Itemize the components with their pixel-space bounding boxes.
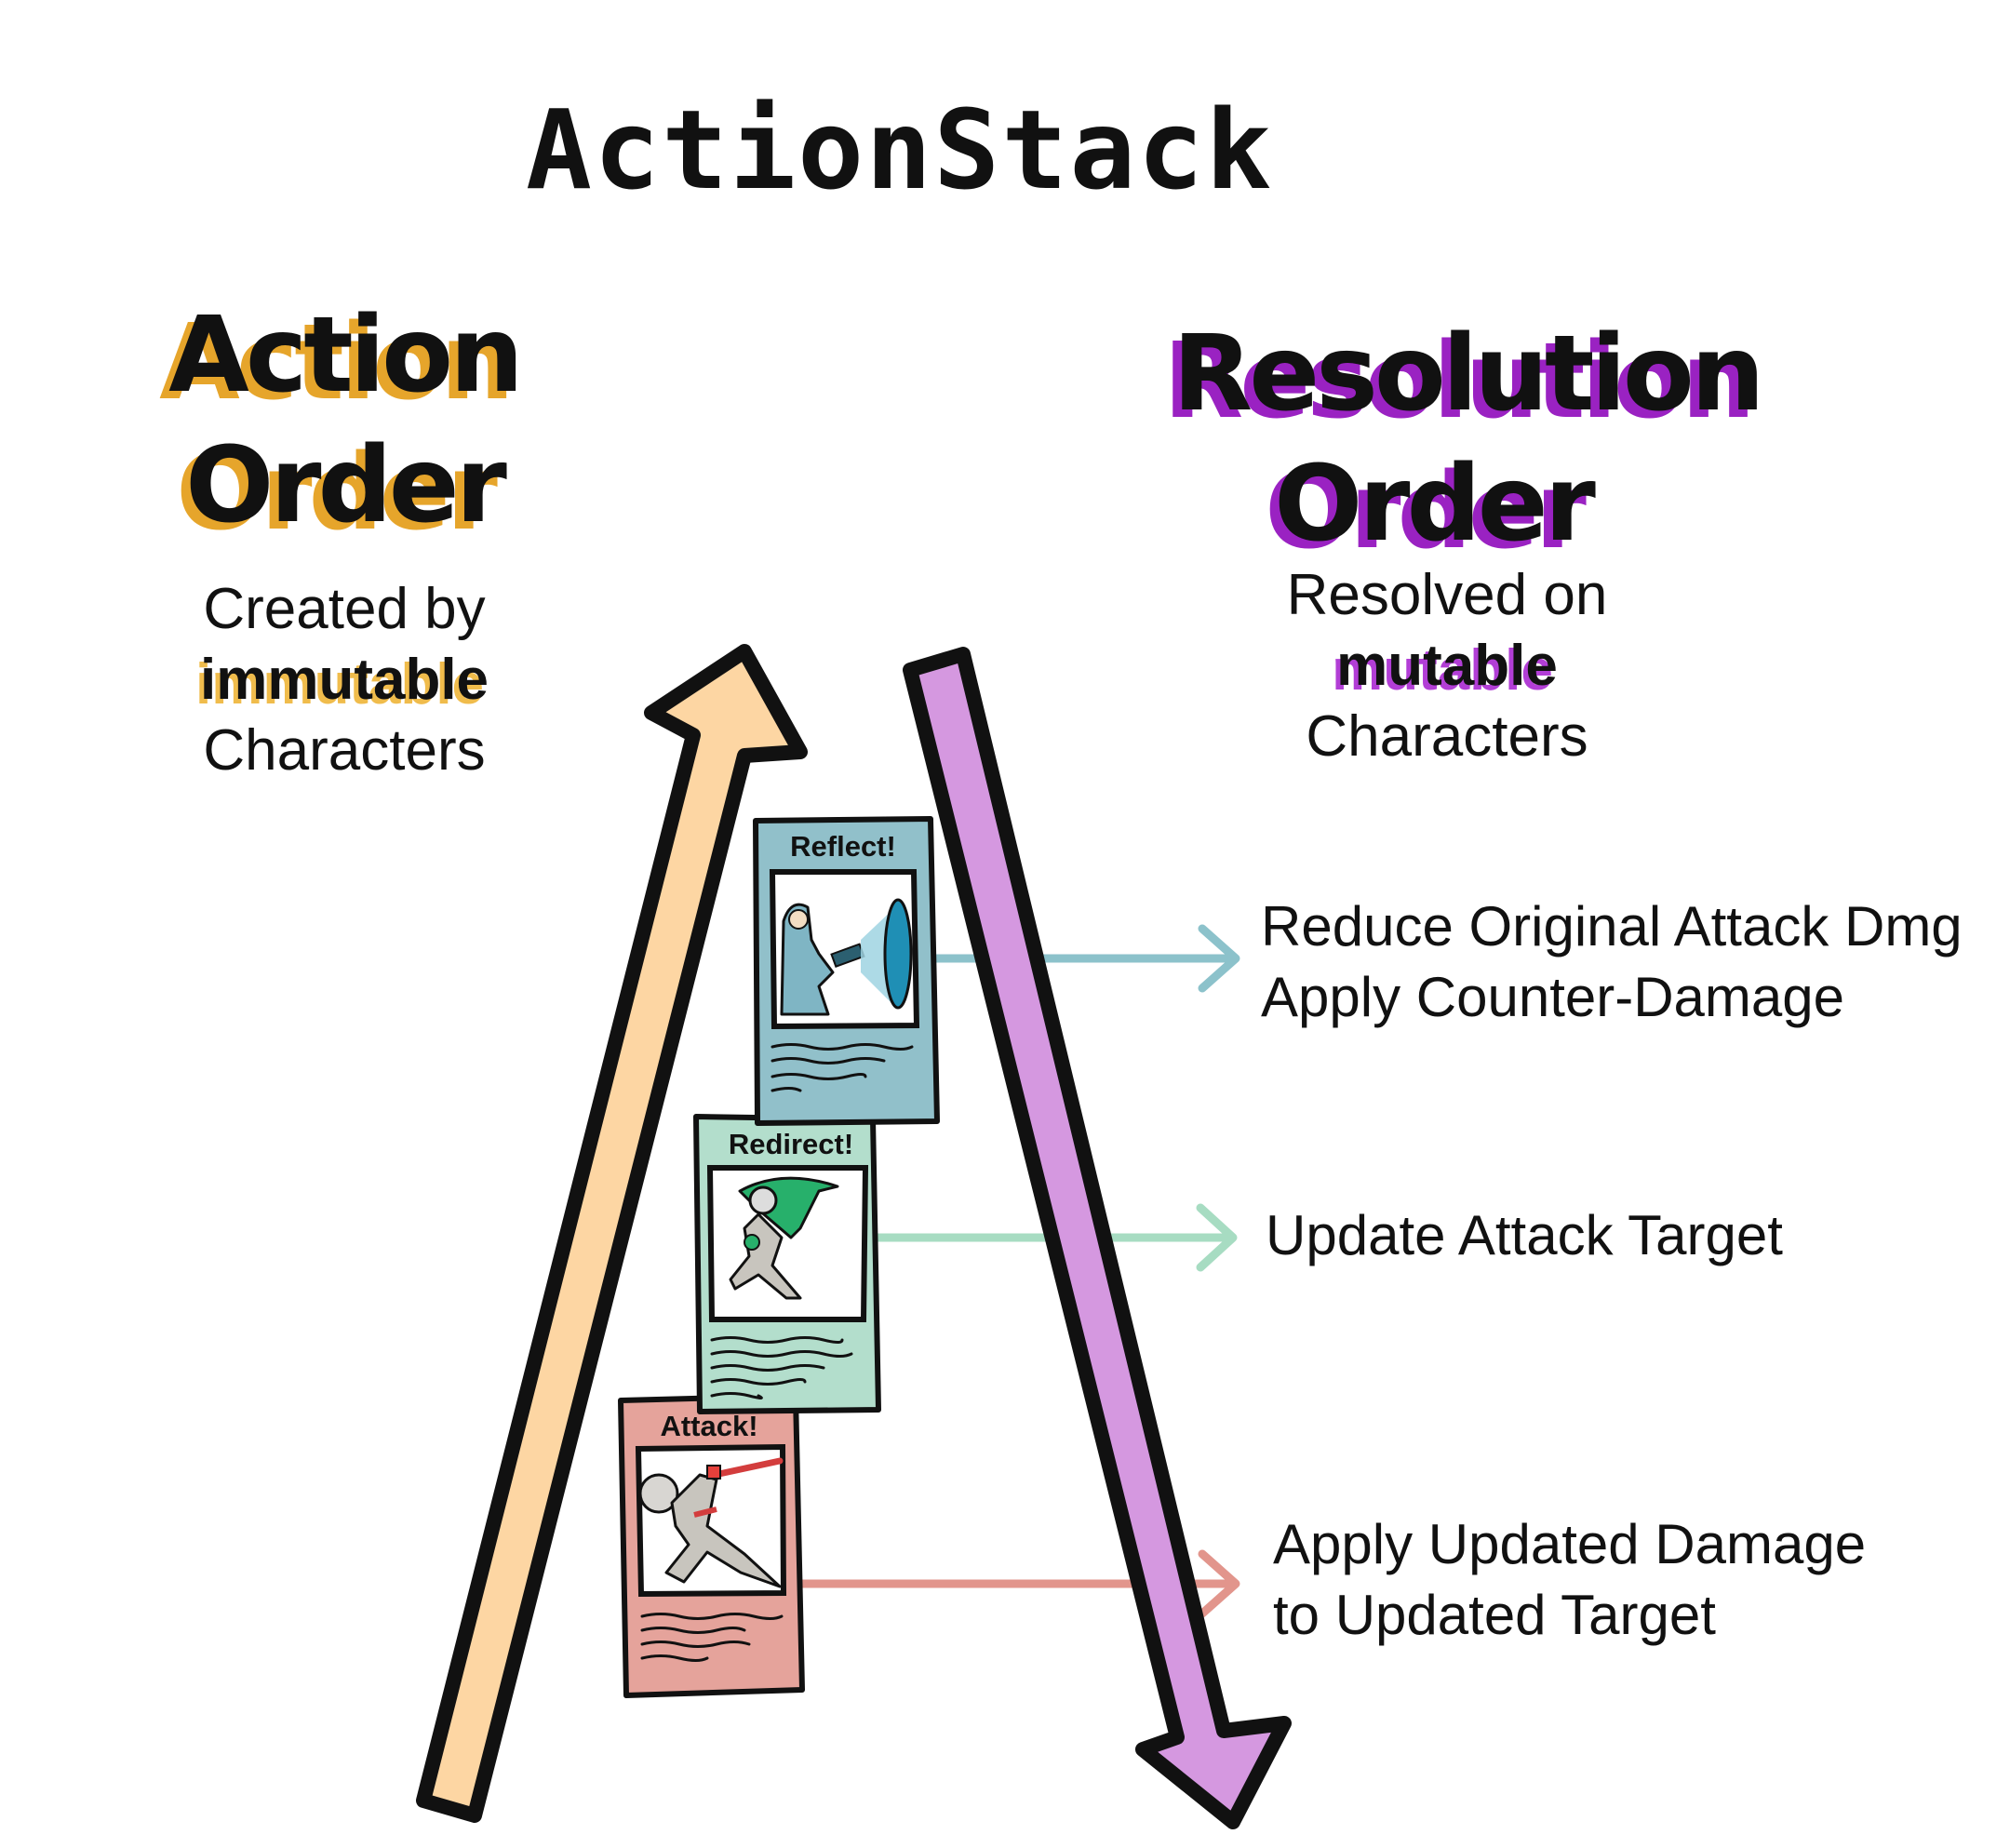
attack-effect-text: Apply Updated Damage to Updated Target xyxy=(1273,1509,1866,1651)
mage-shield-icon xyxy=(780,898,913,1016)
sword-attacker-icon xyxy=(638,1457,784,1588)
card-reflect xyxy=(753,816,940,1126)
resolution-heading-line-1: Resolution xyxy=(1172,314,1765,435)
card-attack xyxy=(618,1393,805,1698)
resolution-heading-line-2: Order xyxy=(1274,444,1596,565)
reflect-effect-line-1: Reduce Original Attack Dmg xyxy=(1261,895,1963,957)
resolution-order-arrow xyxy=(903,647,1292,1829)
card-text-lines xyxy=(710,1336,853,1399)
mutable-highlight: mutable xyxy=(1336,634,1558,698)
action-heading-line-1: Action xyxy=(168,295,524,416)
resolution-order-heading: Resolution Order xyxy=(1172,309,1765,569)
reflect-effect-line-2: Apply Counter-Damage xyxy=(1261,966,1844,1028)
card-attack-label: Attack! xyxy=(660,1410,757,1442)
card-text-lines xyxy=(770,1043,914,1092)
redirect-effect-line-1: Update Attack Target xyxy=(1266,1204,1783,1266)
card-reflect-label: Reflect! xyxy=(790,830,896,863)
action-heading-line-2: Order xyxy=(185,425,507,546)
resolution-subtitle-line-1: Resolved on xyxy=(1286,563,1608,627)
card-redirect-label: Redirect! xyxy=(729,1128,853,1160)
diagram-title: ActionStack xyxy=(526,86,1274,214)
card-redirect xyxy=(693,1114,881,1414)
resolution-subtitle-line-3: Characters xyxy=(1306,704,1588,769)
card-text-lines xyxy=(640,1613,784,1662)
resolution-order-subtitle: Resolved on mutable Characters xyxy=(1186,560,1708,772)
attack-effect-line-1: Apply Updated Damage xyxy=(1273,1513,1867,1575)
action-order-subtitle: Created by immutable Characters xyxy=(84,574,605,786)
action-subtitle-line-3: Characters xyxy=(203,718,486,783)
redirect-effect-text: Update Attack Target xyxy=(1266,1200,1783,1271)
action-order-arrow xyxy=(416,644,808,1823)
immutable-highlight: immutable xyxy=(199,648,489,712)
cape-runner-icon xyxy=(729,1176,839,1300)
attack-effect-line-2: to Updated Target xyxy=(1273,1584,1716,1646)
action-order-heading: Action Order xyxy=(84,290,605,551)
reflect-effect-text: Reduce Original Attack Dmg Apply Counter… xyxy=(1261,891,1963,1033)
effect-arrow-reflect xyxy=(907,924,1240,993)
action-subtitle-line-1: Created by xyxy=(203,577,486,641)
